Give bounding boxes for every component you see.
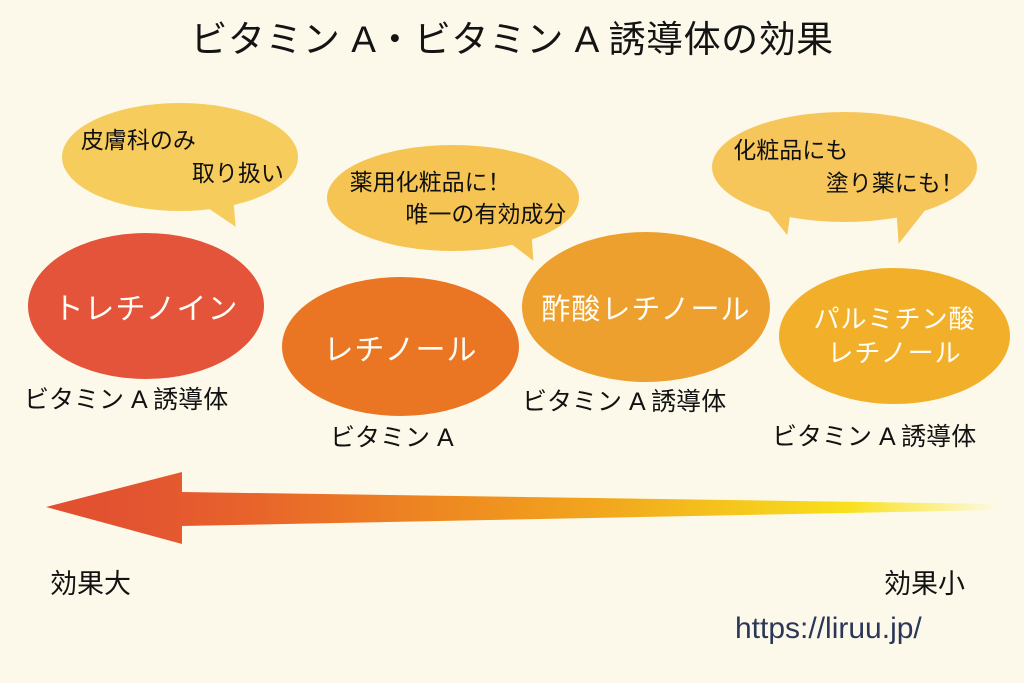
label-effect-weak: 効果小 (884, 569, 965, 599)
node-ellipse: トレチノイン (28, 233, 264, 379)
node-label-line-1: パルミチン酸 (813, 304, 976, 334)
node-label: トレチノイン (53, 293, 239, 326)
speech-bubble-line-1: 皮膚科のみ (80, 127, 196, 153)
node-label: 酢酸レチノール (541, 294, 751, 326)
speech-bubble-line-1: 化粧品にも (733, 137, 849, 163)
potency-gradient-arrow (46, 472, 1000, 544)
site-url: https://liruu.jp/ (735, 612, 922, 645)
speech-bubble-body (327, 145, 579, 251)
speech-bubble-tretinoin: 皮膚科のみ 取り扱い (62, 103, 298, 211)
node-retinol-acetate: 酢酸レチノール (522, 232, 770, 382)
arrow-shape (46, 472, 1000, 544)
node-tretinoin: トレチノイン (28, 233, 264, 379)
node-ellipse: レチノール (282, 277, 519, 416)
speech-bubble-retinol-acetate: 化粧品にも 塗り薬にも！ (712, 112, 977, 222)
node-ellipse: パルミチン酸 レチノール (779, 268, 1010, 404)
node-retinol-palmitate: パルミチン酸 レチノール (779, 268, 1010, 404)
page-title: ビタミン A・ビタミン A 誘導体の効果 (190, 19, 834, 60)
label-effect-strong: 効果大 (50, 569, 131, 599)
node-retinol: レチノール (282, 277, 519, 416)
node-caption-tretinoin: ビタミン A 誘導体 (24, 386, 229, 414)
speech-bubble-text: 皮膚科のみ 取り扱い (62, 103, 298, 211)
node-label-line-2: レチノール (827, 338, 962, 368)
node-caption-retinol-acetate: ビタミン A 誘導体 (522, 388, 727, 416)
node-caption-retinol: ビタミン A (330, 424, 454, 452)
speech-bubble-line-2: 塗り薬にも！ (825, 170, 964, 196)
speech-bubble-text: 薬用化粧品に！ 唯一の有効成分 (327, 145, 579, 251)
node-label: レチノール (323, 333, 478, 367)
speech-bubble-line-1: 薬用化粧品に！ (349, 169, 511, 195)
speech-bubble-text: 化粧品にも 塗り薬にも！ (712, 112, 977, 222)
speech-bubble-line-2: 唯一の有効成分 (405, 201, 567, 227)
node-ellipse: 酢酸レチノール (522, 232, 770, 382)
speech-bubble-line-2: 取り扱い (191, 160, 284, 186)
speech-bubble-body (62, 103, 298, 211)
node-caption-retinol-palmitate: ビタミン A 誘導体 (772, 423, 977, 451)
speech-bubble-retinol: 薬用化粧品に！ 唯一の有効成分 (327, 145, 579, 251)
speech-bubble-body (712, 112, 977, 222)
